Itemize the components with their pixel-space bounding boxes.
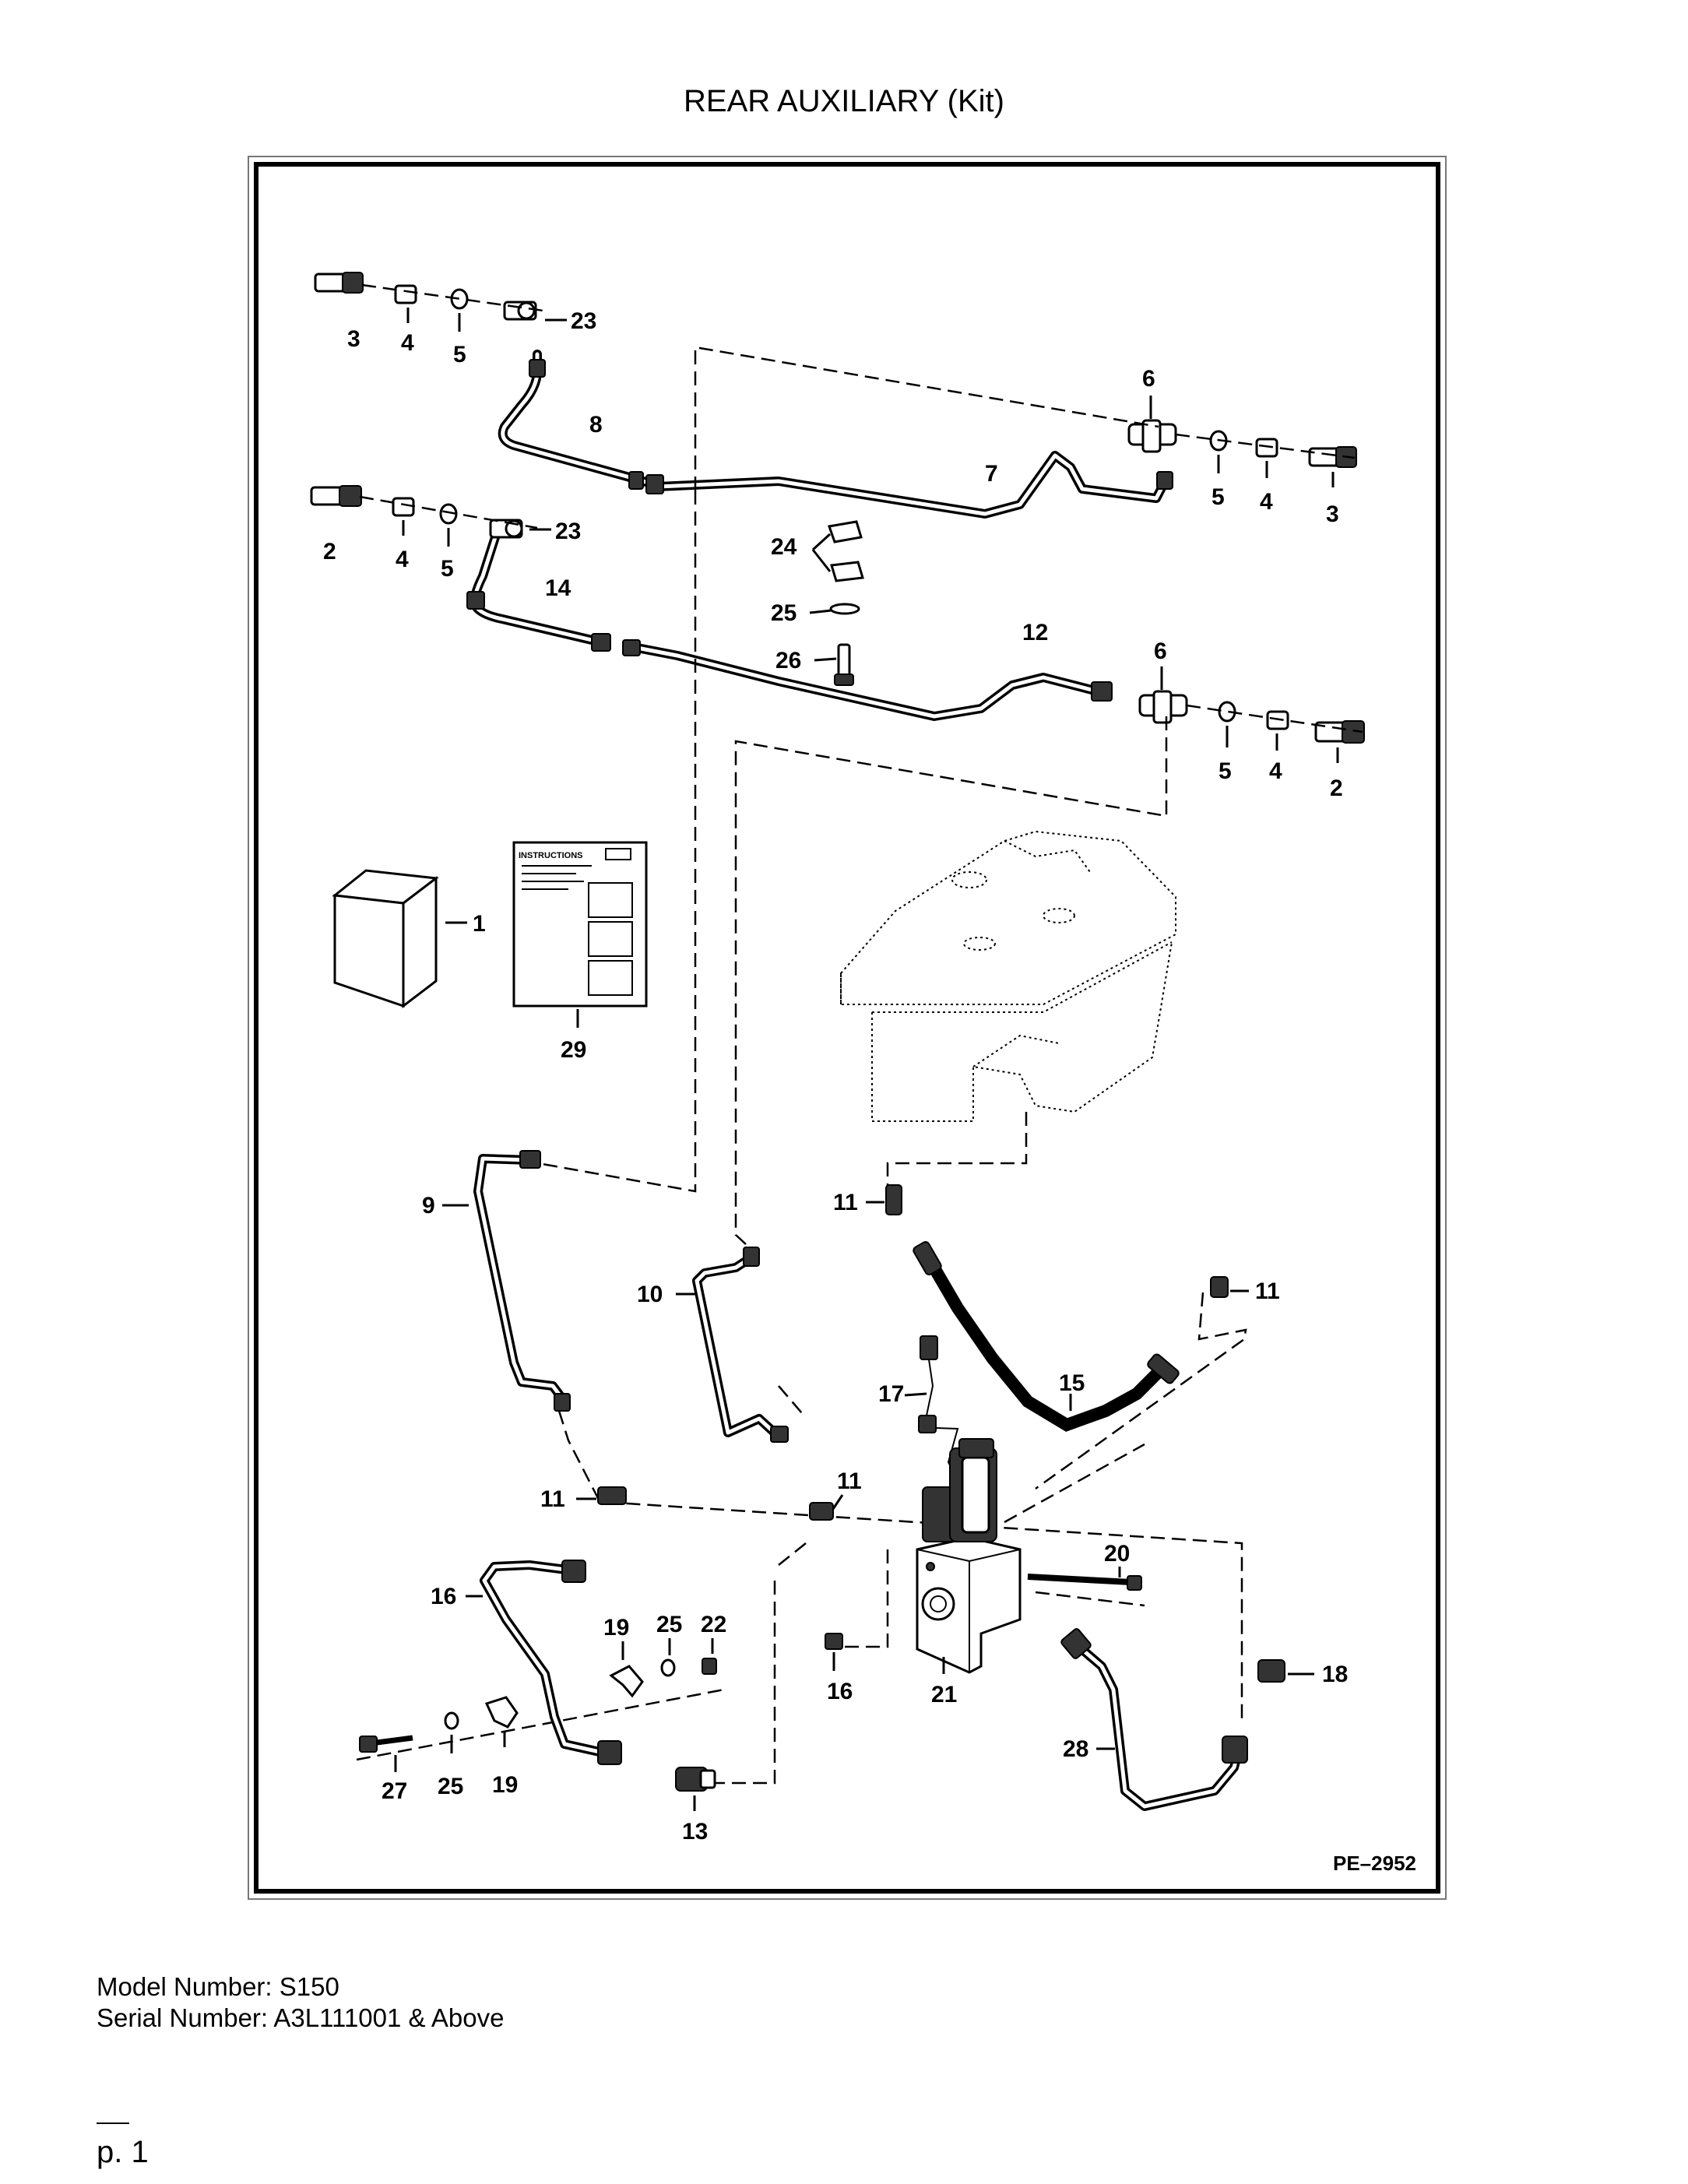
callout-24: 24 xyxy=(771,534,797,560)
callout-14: 14 xyxy=(545,575,571,601)
fitting-row-middle-right xyxy=(1138,666,1365,763)
callout-16: 16 xyxy=(431,1584,456,1609)
callout-27: 27 xyxy=(382,1778,407,1804)
valve-assembly-21 xyxy=(916,1438,1022,1674)
kit-box xyxy=(332,869,467,1009)
callout-6: 6 xyxy=(1154,638,1167,664)
callout-11: 11 xyxy=(540,1486,565,1512)
callout-4: 4 xyxy=(1269,758,1282,784)
callout-labels: 3 4 5 23 8 6 7 5 4 3 2 4 5 23 14 24 25 2… xyxy=(323,308,1348,1845)
callout-5: 5 xyxy=(453,342,466,368)
callout-4: 4 xyxy=(401,330,414,356)
callout-5: 5 xyxy=(1211,484,1225,510)
clamp-hardware xyxy=(359,1638,717,1772)
callout-25: 25 xyxy=(771,600,797,626)
callout-3: 3 xyxy=(347,326,360,352)
callout-28: 28 xyxy=(1063,1736,1088,1762)
instruction-sheet-heading: INSTRUCTIONS xyxy=(519,851,583,860)
tube-10 xyxy=(676,1247,789,1443)
fitting-row-upper-right xyxy=(1127,396,1357,487)
callout-18: 18 xyxy=(1322,1662,1348,1687)
tube-assembly-upper xyxy=(498,350,1173,519)
fitting-row-upper-left xyxy=(314,272,567,332)
diagram-frame xyxy=(248,156,1447,1900)
callout-26: 26 xyxy=(775,648,801,673)
elbow-fittings-11 xyxy=(576,1184,1249,1521)
callout-4: 4 xyxy=(1260,489,1273,515)
callout-1: 1 xyxy=(473,911,486,937)
callout-25: 25 xyxy=(656,1612,682,1637)
callout-12: 12 xyxy=(1022,620,1048,645)
tube-16 xyxy=(466,1560,622,1765)
callout-11: 11 xyxy=(833,1190,858,1215)
callout-19: 19 xyxy=(492,1772,518,1798)
callout-3: 3 xyxy=(1326,501,1339,527)
callout-8: 8 xyxy=(589,412,603,438)
page-number: p. 1 xyxy=(97,2135,149,2169)
callout-22: 22 xyxy=(701,1612,726,1637)
callout-4: 4 xyxy=(396,547,409,572)
nut-22-valve xyxy=(825,1633,843,1671)
adapter-13 xyxy=(675,1767,716,1811)
callout-21: 21 xyxy=(931,1682,957,1707)
callout-2: 2 xyxy=(323,539,336,564)
model-number: Model Number: S150 xyxy=(97,1972,339,2001)
callout-11: 11 xyxy=(837,1468,862,1494)
callout-20: 20 xyxy=(1104,1541,1130,1567)
callout-5: 5 xyxy=(1219,758,1232,784)
callout-23: 23 xyxy=(555,519,581,544)
page-rule xyxy=(97,2122,129,2124)
tube-28 xyxy=(1060,1628,1248,1811)
page-title: REAR AUXILIARY (Kit) xyxy=(684,84,1004,118)
callout-6: 6 xyxy=(1142,366,1155,392)
bolt-20 xyxy=(1027,1567,1142,1591)
callout-15: 15 xyxy=(1059,1370,1085,1396)
callout-19: 19 xyxy=(603,1615,629,1641)
tube-9 xyxy=(442,1150,571,1412)
wire-harness-17 xyxy=(904,1335,959,1480)
fitting-18 xyxy=(1257,1659,1314,1683)
callout-9: 9 xyxy=(422,1193,435,1219)
hydraulic-tank xyxy=(840,830,1176,1122)
callout-29: 29 xyxy=(561,1037,586,1063)
callout-23: 23 xyxy=(571,308,596,334)
hose-15 xyxy=(913,1241,1180,1432)
callout-25: 25 xyxy=(438,1774,463,1799)
callout-11: 11 xyxy=(1255,1278,1280,1304)
clamp-parts xyxy=(809,520,864,686)
diagram-border xyxy=(254,162,1440,1894)
callout-13: 13 xyxy=(682,1819,708,1845)
instruction-sheet xyxy=(512,841,648,1028)
drawing-code: PE–2952 xyxy=(1333,1852,1416,1875)
callout-17: 17 xyxy=(878,1381,904,1407)
fitting-row-middle-left xyxy=(310,485,551,547)
serial-number: Serial Number: A3L111001 & Above xyxy=(97,2003,505,2032)
callout-7: 7 xyxy=(985,461,998,487)
callout-10: 10 xyxy=(637,1282,663,1307)
tube-assembly-lower xyxy=(466,533,1113,721)
callout-2: 2 xyxy=(1330,775,1343,801)
callout-22: 16 xyxy=(827,1679,853,1704)
callout-5: 5 xyxy=(441,556,454,582)
